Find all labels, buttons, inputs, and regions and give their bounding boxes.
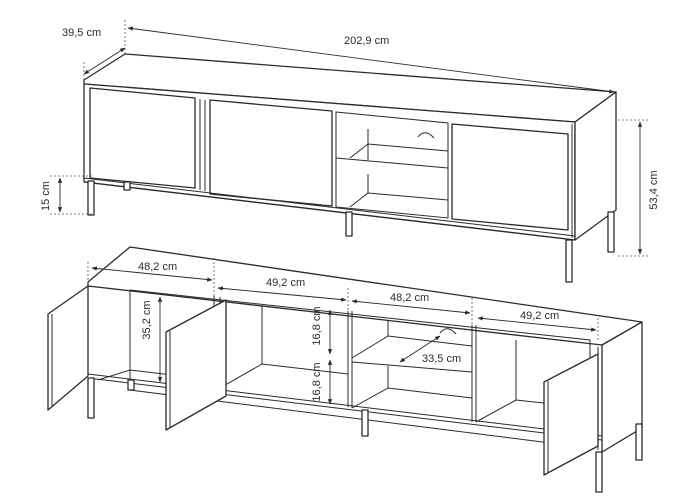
open-door-1 [47,285,89,411]
section-dimensions: 48,2 cm 49,2 cm 48,2 cm 49,2 cm 35,2 cm … [87,256,599,405]
open-door-2 [165,299,227,431]
total-width-label: 202,9 cm [344,35,389,47]
section-1-width-label: 48,2 cm [138,261,177,273]
shelf-depth-label: 33,5 cm [422,353,461,365]
height-label: 53,4 cm [648,170,660,209]
open-door-4 [543,353,599,476]
lower-shelf-height-label: 16,8 cm [311,362,323,401]
width-dimension: 202,9 cm [127,26,615,94]
depth-label: 39,5 cm [62,27,101,39]
leg-height-label: 15 cm [40,181,52,211]
leg-height-dimension: 15 cm [40,175,92,215]
height-dimension: 53,4 cm [618,119,660,257]
door-2 [209,99,333,207]
open-cabinet [47,246,643,493]
door-height-label: 35,2 cm [141,300,153,339]
closed-cabinet [83,53,617,283]
upper-shelf-height-label: 16,8 cm [311,306,323,345]
door-4 [451,123,569,231]
section-4-width-label: 49,2 cm [520,310,559,322]
legs [87,180,615,283]
cabinet-side-face [574,91,617,241]
section-3-width-label: 48,2 cm [390,292,429,304]
open-cabinet-legs [87,377,643,493]
door-1 [89,87,196,189]
depth-dimension: 39,5 cm [62,20,126,80]
section-2-width-label: 49,2 cm [266,277,305,289]
open-compartment [335,111,449,219]
